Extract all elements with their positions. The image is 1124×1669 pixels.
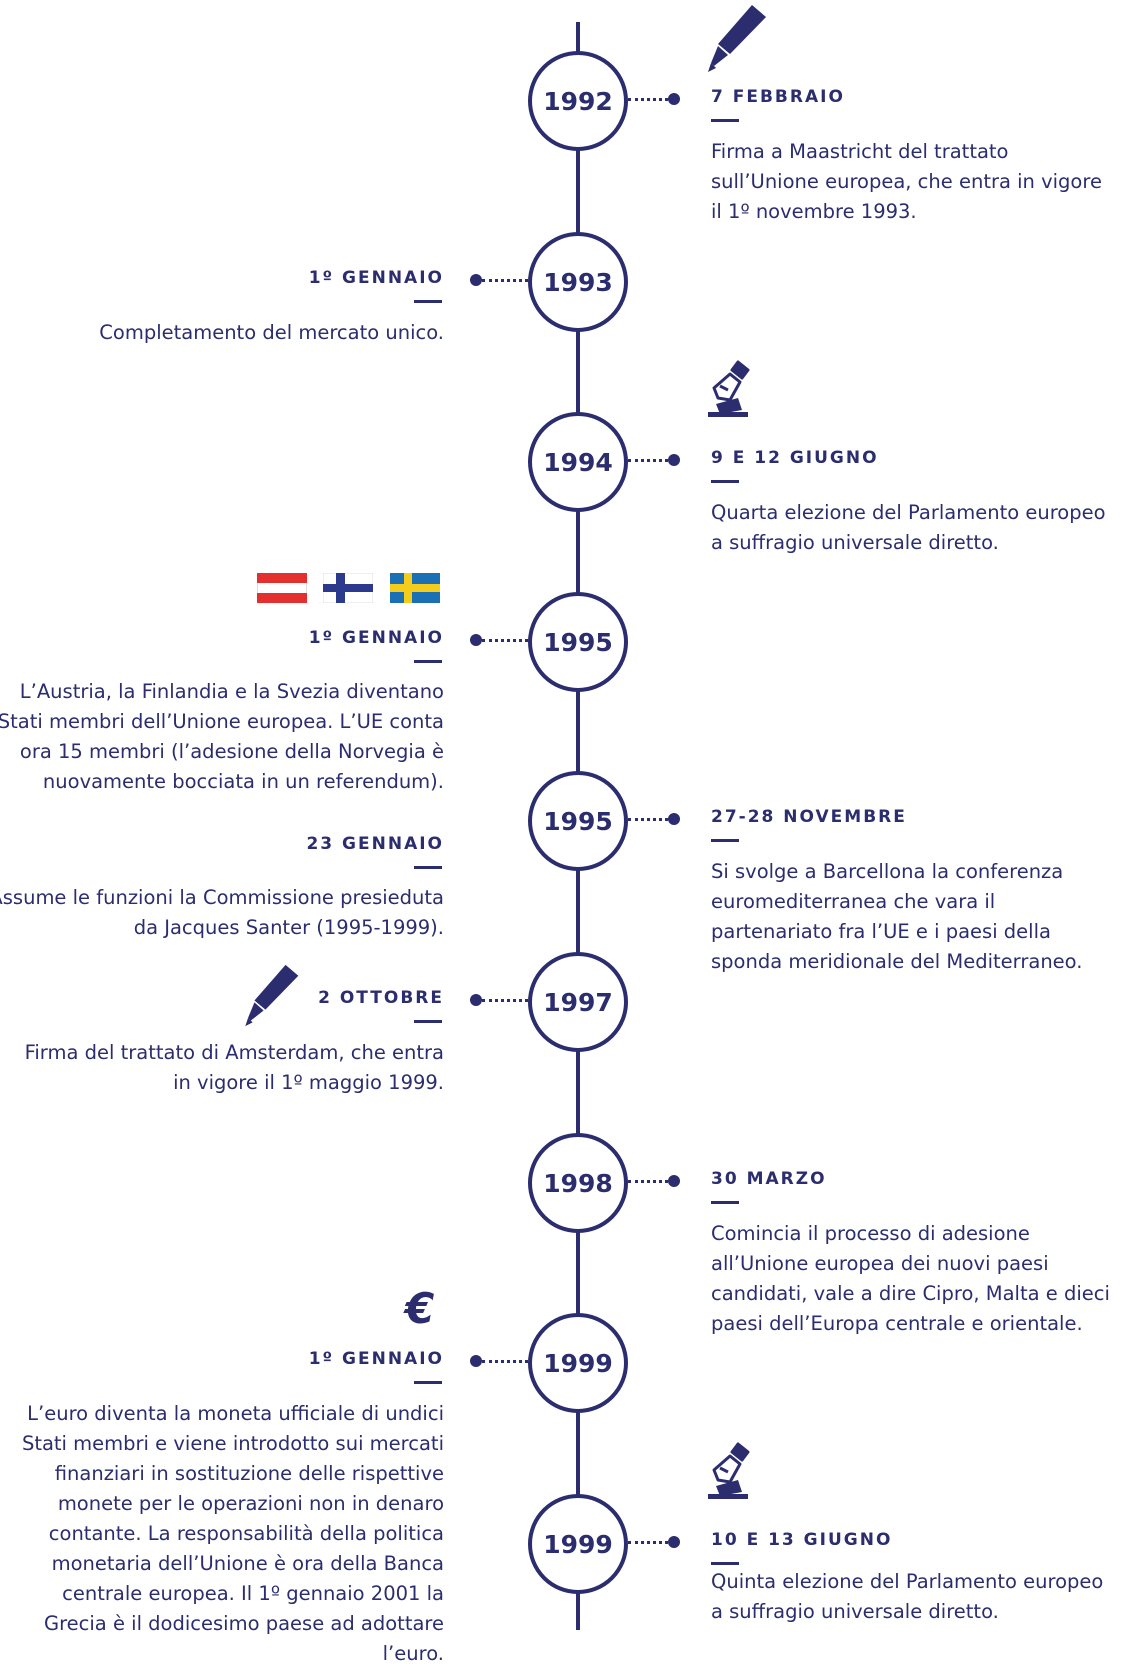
connector-dots [482, 1360, 528, 1363]
event-description: Completamento del mercato unico. [99, 321, 444, 344]
year-label: 1999 [543, 1529, 613, 1559]
pen-icon [708, 5, 766, 72]
event-date: 23 GENNAIO [306, 834, 444, 854]
connector-dots [482, 279, 528, 282]
connector-dot [470, 634, 482, 646]
year-circle-1995b: 1995 [528, 771, 628, 871]
flag-finland-icon [323, 573, 373, 603]
date-underline [414, 1381, 442, 1384]
event-description: Comincia il processo di adesione all’Uni… [711, 1222, 1110, 1335]
event-date: 1º GENNAIO [308, 628, 444, 648]
event-description: L’Austria, la Finlandia e la Svezia dive… [0, 680, 444, 793]
year-label: 1995 [543, 627, 613, 657]
event-date: 2 OTTOBRE [318, 988, 444, 1008]
event-date: 9 E 12 GIUGNO [711, 448, 879, 468]
year-circle-1997: 1997 [528, 952, 628, 1052]
date-underline [711, 480, 739, 483]
connector-dots [628, 818, 668, 821]
ballot-vote-icon [708, 360, 750, 417]
event-description: Firma del trattato di Amsterdam, che ent… [24, 1041, 444, 1094]
event-description: Quarta elezione del Parlamento europeo a… [711, 501, 1106, 554]
date-underline [711, 1562, 739, 1565]
year-label: 1997 [543, 987, 613, 1017]
event-description: Firma a Maastricht del trattato sull’Uni… [711, 140, 1102, 223]
event-date: 1º GENNAIO [308, 1349, 444, 1369]
date-underline [711, 839, 739, 842]
event-date: 27-28 NOVEMBRE [711, 807, 907, 827]
connector-dots [628, 1541, 668, 1544]
timeline: 1992 7 FEBBRAIO Firma a Maastricht del t… [0, 5, 1110, 1665]
date-underline [414, 866, 442, 869]
connector-dot [668, 1175, 680, 1187]
connector-dot [470, 274, 482, 286]
year-label: 1993 [543, 267, 613, 297]
connector-dot [668, 1536, 680, 1548]
connector-dot [668, 454, 680, 466]
event-date: 1º GENNAIO [308, 268, 444, 288]
connector-dots [628, 98, 668, 101]
event-date: 7 FEBBRAIO [711, 87, 845, 107]
year-circle-1993: 1993 [528, 232, 628, 332]
connector-dot [668, 93, 680, 105]
euro-icon: € [405, 1284, 435, 1333]
event-date: 10 E 13 GIUGNO [711, 1530, 893, 1550]
event-description: Assume le funzioni la Commissione presie… [0, 886, 444, 939]
year-label: 1994 [543, 447, 613, 477]
year-circle-1995: 1995 [528, 592, 628, 692]
event-description: Quinta elezione del Parlamento europeo a… [711, 1570, 1104, 1623]
date-underline [711, 1201, 739, 1204]
year-label: 1998 [543, 1168, 613, 1198]
date-underline [414, 300, 442, 303]
year-label: 1999 [543, 1348, 613, 1378]
year-circle-1999b: 1999 [528, 1494, 628, 1594]
connector-dots [628, 1180, 668, 1183]
date-underline [414, 1020, 442, 1023]
connector-dots [482, 639, 528, 642]
connector-dot [668, 813, 680, 825]
event-description: L’euro diventa la moneta ufficiale di un… [21, 1402, 444, 1665]
year-circle-1992: 1992 [528, 51, 628, 151]
date-underline [414, 660, 442, 663]
year-label: 1995 [543, 806, 613, 836]
ballot-vote-icon [708, 1442, 750, 1499]
year-circle-1994: 1994 [528, 412, 628, 512]
date-underline [711, 119, 739, 122]
connector-dots [628, 459, 668, 462]
year-label: 1992 [543, 86, 613, 116]
pen-icon [245, 964, 299, 1027]
flag-sweden-icon [390, 573, 440, 603]
year-circle-1998: 1998 [528, 1133, 628, 1233]
event-description: Si svolge a Barcellona la conferenza eur… [711, 860, 1083, 973]
connector-dot [470, 994, 482, 1006]
connector-dots [482, 999, 528, 1002]
connector-dot [470, 1355, 482, 1367]
event-date: 30 MARZO [711, 1169, 827, 1189]
flag-austria-icon [257, 573, 307, 603]
year-circle-1999: 1999 [528, 1313, 628, 1413]
